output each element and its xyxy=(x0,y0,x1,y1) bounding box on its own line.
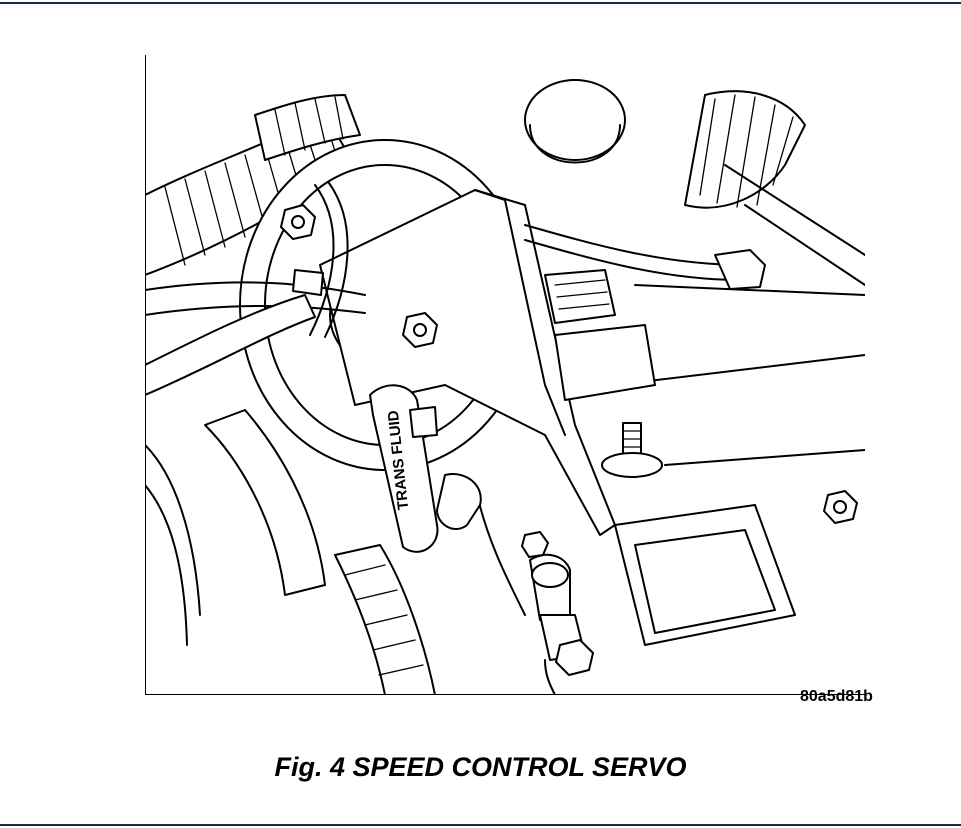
mounting-nut-upper xyxy=(280,204,316,240)
reservoir-cap xyxy=(524,79,626,164)
mounting-nut-lower xyxy=(402,312,438,348)
figure-code: 80a5d81b xyxy=(800,688,873,705)
floor-pan xyxy=(614,164,865,646)
top-rule xyxy=(0,2,961,4)
bolt-right xyxy=(823,490,858,524)
figure-caption: Fig. 4 SPEED CONTROL SERVO xyxy=(274,752,687,782)
mounting-stud xyxy=(601,422,663,478)
wire-harness xyxy=(524,224,766,290)
speed-control-servo-illustration xyxy=(145,55,865,695)
connector-block xyxy=(544,269,656,401)
bottom-rule xyxy=(0,824,961,826)
speed-sensor-fitting xyxy=(521,531,594,695)
vacuum-lines xyxy=(145,182,366,396)
hose-clamp xyxy=(292,269,438,438)
corrugated-hose-right xyxy=(684,90,806,209)
lower-hoses xyxy=(145,409,436,695)
